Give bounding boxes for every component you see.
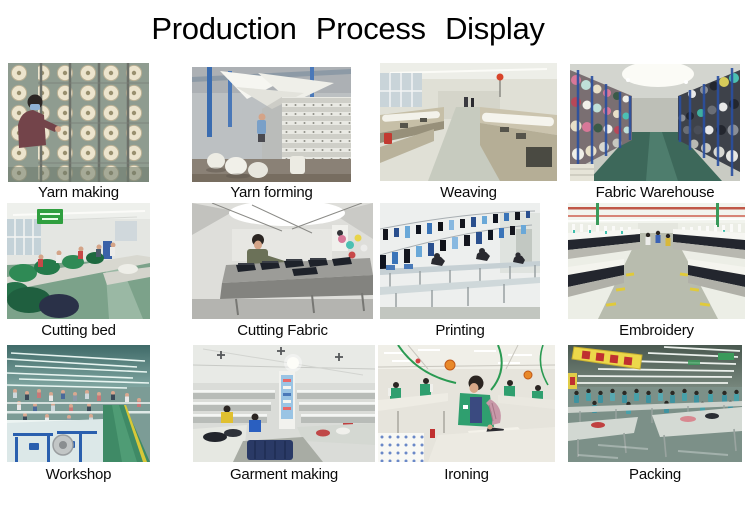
- packing-photo-illustration: [568, 345, 742, 462]
- photo-garment-making: [193, 345, 375, 462]
- photo-yarn-making: [8, 63, 149, 182]
- ironing-photo-illustration: [378, 345, 555, 462]
- caption-workshop: Workshop: [45, 466, 112, 483]
- caption-garment-making: Garment making: [229, 466, 339, 483]
- caption-weaving: Weaving: [440, 184, 497, 201]
- caption-cutting-fabric: Cutting Fabric: [237, 322, 328, 339]
- caption-ironing: Ironing: [444, 466, 489, 483]
- cutting-fabric-photo-illustration: [192, 203, 373, 319]
- photo-yarn-forming: [192, 67, 351, 182]
- fabric-warehouse-photo-illustration: [570, 64, 740, 181]
- cutting-bed-photo-illustration: [7, 203, 150, 319]
- photo-ironing: [378, 345, 555, 462]
- photo-embroidery: [568, 203, 745, 319]
- printing-photo-illustration: [380, 203, 540, 319]
- weaving-photo-illustration: [380, 63, 557, 181]
- photo-cutting-bed: [7, 203, 150, 319]
- photo-printing: [380, 203, 540, 319]
- caption-packing: Packing: [629, 466, 681, 483]
- caption-fabric-warehouse: Fabric Warehouse: [595, 184, 715, 201]
- caption-embroidery: Embroidery: [619, 322, 694, 339]
- photo-packing: [568, 345, 742, 462]
- garment-making-photo-illustration: [193, 345, 375, 462]
- photo-workshop: [7, 345, 150, 462]
- photo-cutting-fabric: [192, 203, 373, 319]
- page-title: Production Process Display: [151, 11, 545, 46]
- photo-weaving: [380, 63, 557, 181]
- photo-fabric-warehouse: [570, 64, 740, 181]
- embroidery-photo-illustration: [568, 203, 745, 319]
- caption-cutting-bed: Cutting bed: [41, 322, 116, 339]
- workshop-photo-illustration: [7, 345, 150, 462]
- caption-yarn-forming: Yarn forming: [230, 184, 313, 201]
- yarn-forming-photo-illustration: [192, 67, 351, 182]
- caption-printing: Printing: [435, 322, 485, 339]
- yarn-making-photo-illustration: [8, 63, 149, 182]
- caption-yarn-making: Yarn making: [38, 184, 119, 201]
